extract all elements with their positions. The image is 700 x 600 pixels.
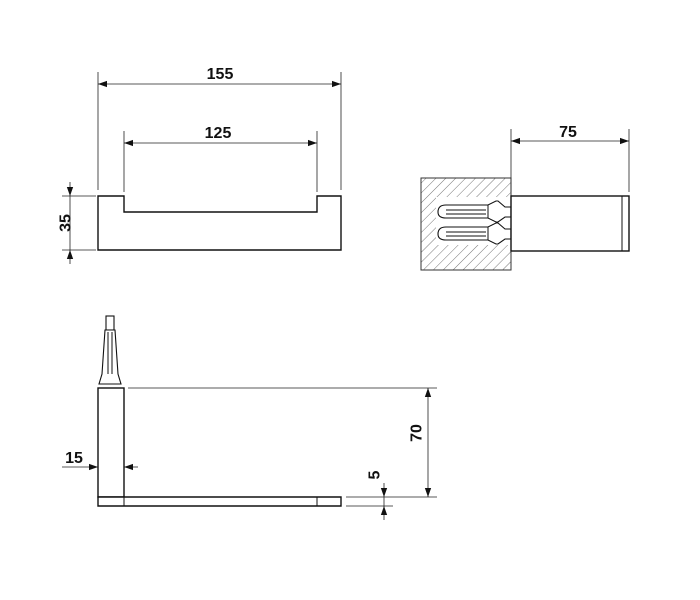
dimension-label-15: 15 [65, 450, 83, 467]
dimension-label-5: 5 [367, 470, 384, 479]
wall-anchor-lower [437, 222, 512, 245]
dimension-plate-thickness: 5 [346, 470, 393, 520]
dimension-height: 35 [58, 182, 96, 264]
dimension-depth: 75 [510, 124, 630, 192]
top-view-bar [97, 496, 342, 507]
top-view-wall-plate [97, 387, 125, 498]
dimension-label-75: 75 [559, 124, 577, 141]
dimension-label-155: 155 [207, 66, 234, 83]
dimension-projection: 70 [128, 387, 437, 498]
dimension-label-70: 70 [409, 424, 426, 442]
dimension-label-125: 125 [205, 125, 232, 142]
front-view-outline [97, 195, 342, 251]
front-view: 155 125 35 [58, 66, 342, 264]
dimension-wall-thickness: 15 [62, 450, 138, 471]
dimension-inner-length: 125 [123, 125, 318, 192]
holder-side-body [510, 195, 630, 252]
dimension-overall-length: 155 [97, 66, 342, 190]
wall-anchor-upper [437, 200, 512, 223]
side-view: 75 [420, 124, 630, 271]
top-view-anchor [98, 315, 122, 385]
dimension-label-35: 35 [58, 214, 75, 232]
top-view: 15 70 5 [62, 315, 437, 520]
